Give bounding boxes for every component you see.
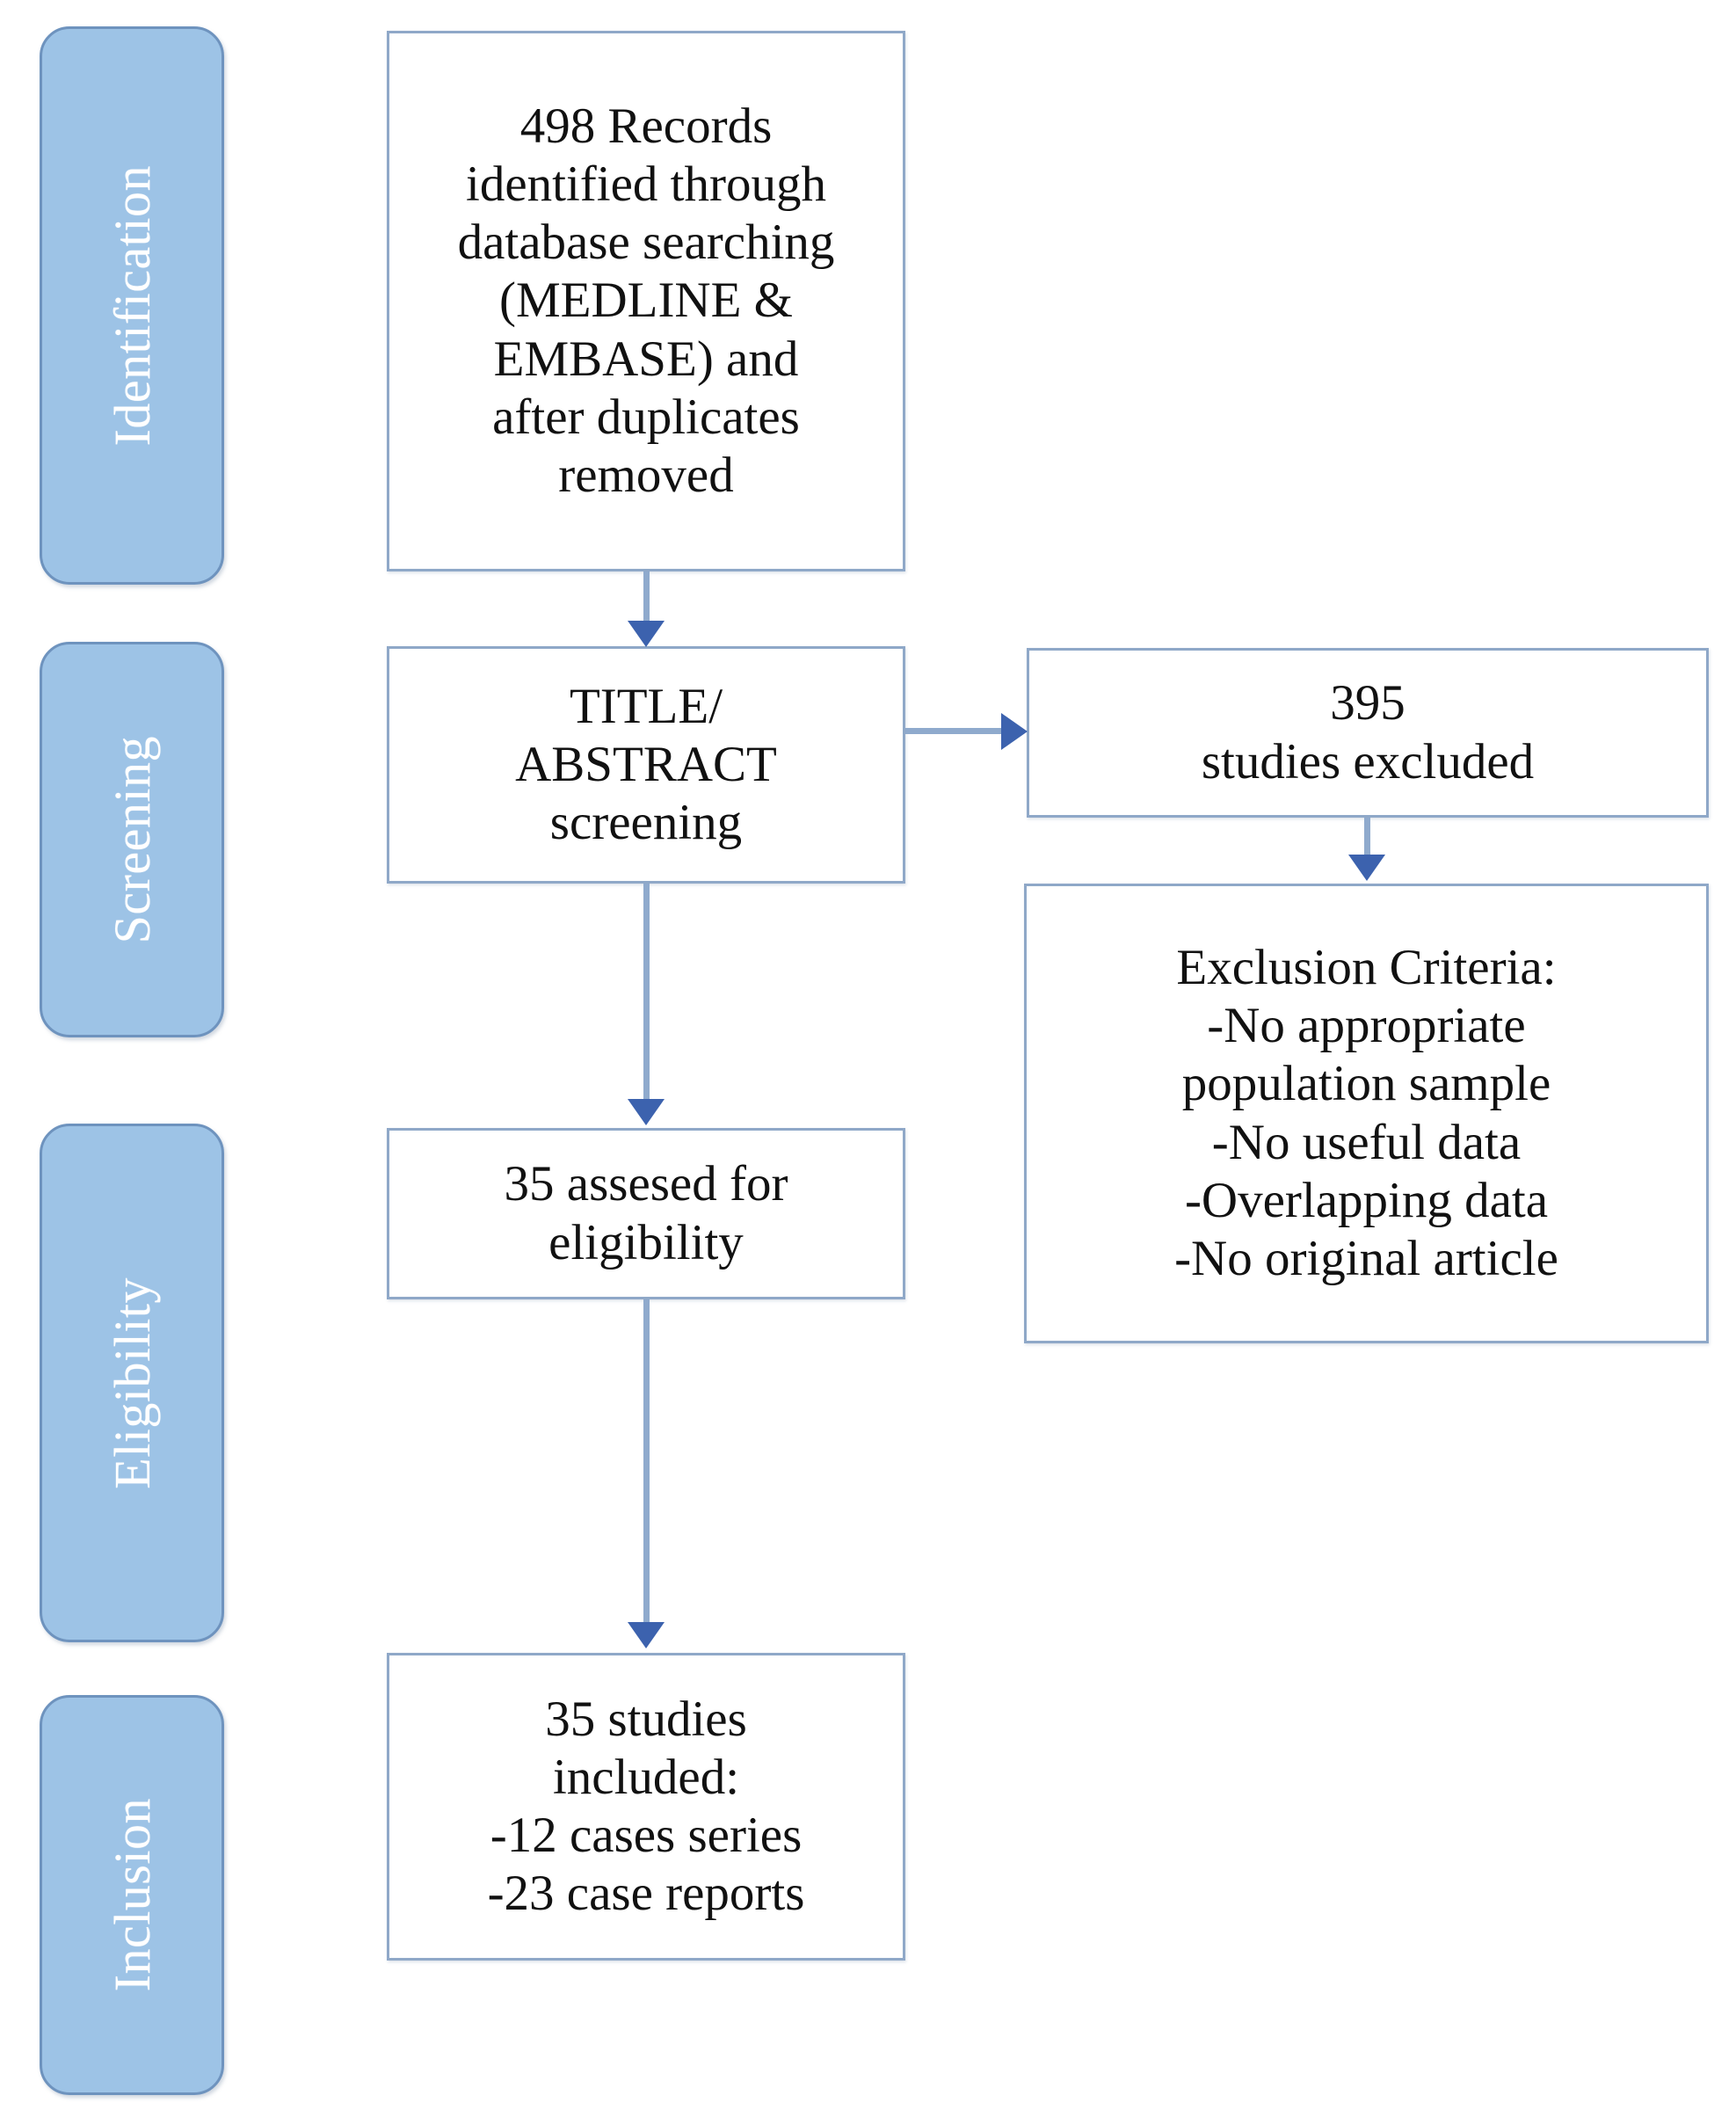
arrow-screening-to-excluded — [1001, 713, 1028, 750]
connector-screening-to-eligibility — [643, 884, 650, 1108]
box-records-identified-text: 498 Records identified through database … — [457, 98, 835, 503]
stage-label-screening: Screening — [103, 735, 161, 944]
box-studies-included: 35 studies included: -12 cases series -2… — [387, 1653, 905, 1961]
box-studies-excluded: 395 studies excluded — [1027, 648, 1709, 818]
connector-eligibility-to-included — [643, 1299, 650, 1631]
box-assessed-eligibility: 35 assesed for eligibility — [387, 1128, 905, 1299]
box-records-identified: 498 Records identified through database … — [387, 31, 905, 571]
stage-pill-eligibility: Eligibility — [40, 1124, 224, 1642]
arrow-eligibility-to-included — [628, 1622, 665, 1648]
stage-pill-inclusion: Inclusion — [40, 1695, 224, 2095]
box-title-abstract-screening: TITLE/ ABSTRACT screening — [387, 646, 905, 884]
connector-screening-to-excluded — [905, 728, 1006, 734]
arrow-records-to-screening — [628, 621, 665, 647]
box-studies-excluded-text: 395 studies excluded — [1201, 675, 1535, 789]
stage-pill-identification: Identification — [40, 26, 224, 585]
arrow-screening-to-eligibility — [628, 1099, 665, 1125]
box-studies-included-text: 35 studies included: -12 cases series -2… — [487, 1691, 805, 1922]
arrow-excluded-to-criteria — [1348, 855, 1385, 881]
box-title-abstract-screening-text: TITLE/ ABSTRACT screening — [515, 678, 777, 851]
stage-label-eligibility: Eligibility — [103, 1277, 161, 1489]
box-assessed-eligibility-text: 35 assesed for eligibility — [504, 1156, 788, 1270]
stage-label-identification: Identification — [103, 164, 161, 447]
box-exclusion-criteria-text: Exclusion Criteria: -No appropriate popu… — [1174, 940, 1558, 1286]
stage-pill-screening: Screening — [40, 642, 224, 1037]
connector-excluded-to-criteria — [1364, 818, 1370, 863]
box-exclusion-criteria: Exclusion Criteria: -No appropriate popu… — [1024, 884, 1709, 1343]
connector-records-to-screening — [643, 571, 650, 636]
stage-label-inclusion: Inclusion — [103, 1798, 161, 1992]
